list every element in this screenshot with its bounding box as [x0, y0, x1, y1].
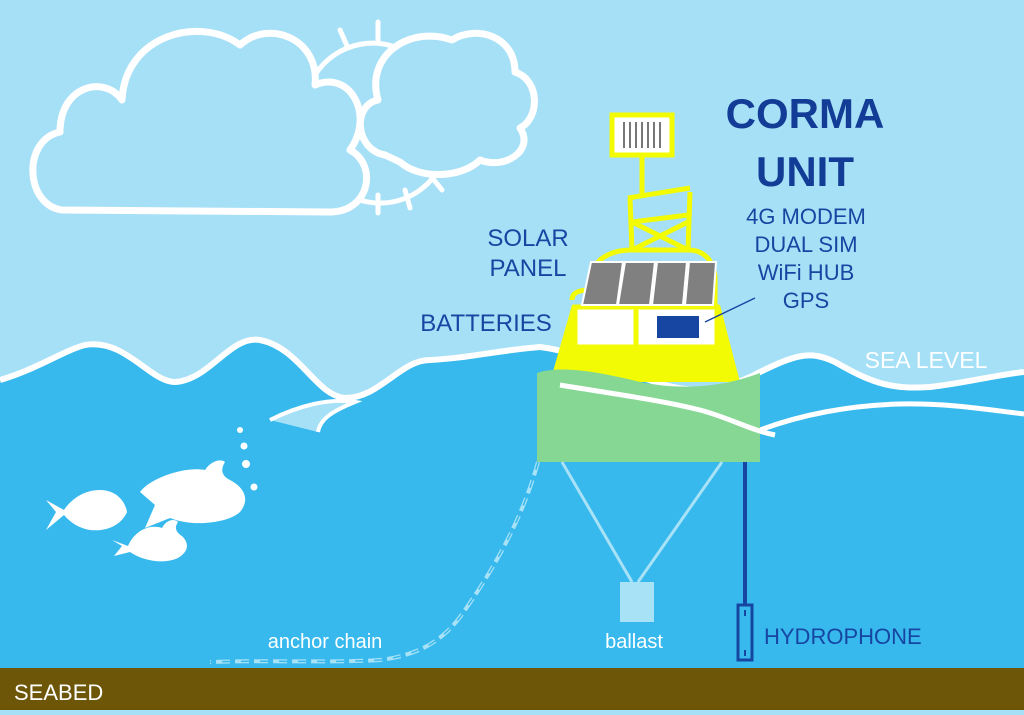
- modem-leader-line: [704, 297, 756, 323]
- radio-antenna-icon: [616, 119, 668, 151]
- fish-icon: [140, 460, 246, 528]
- unit-title-line1: CORMA: [726, 90, 885, 137]
- feature-item: GPS: [783, 288, 829, 313]
- anchor-chain-label: anchor chain: [268, 631, 383, 653]
- sea-water: [0, 339, 1024, 710]
- feature-item: 4G MODEM: [746, 204, 866, 229]
- battery-icon: [657, 316, 699, 338]
- fish-icon: [46, 490, 127, 531]
- ballast-label: ballast: [605, 631, 663, 653]
- anchor-chain: [209, 461, 540, 664]
- unit-title-line2: UNIT: [756, 148, 854, 195]
- batteries-label: BATTERIES: [420, 310, 552, 337]
- cloud-icon: [29, 27, 370, 216]
- float-wave-line: [559, 382, 776, 438]
- wave-crest: [0, 336, 1024, 402]
- sea-level-label: SEA LEVEL: [865, 347, 988, 373]
- bubble-icon: [237, 427, 258, 491]
- seabed-label: SEABED: [14, 680, 103, 705]
- wave-under-right: [759, 401, 1024, 433]
- fish-icon: [112, 520, 187, 562]
- ballast-weight: [620, 582, 654, 622]
- solar-panel-label-line1: SOLAR: [487, 225, 568, 252]
- hydrophone-sensor: [736, 603, 754, 662]
- hydrophone-label: HYDROPHONE: [764, 624, 922, 649]
- wave-under-left: [269, 398, 363, 433]
- feature-item: WiFi HUB: [758, 260, 855, 285]
- feature-item: DUAL SIM: [754, 232, 857, 257]
- solar-panel-icon: [580, 261, 718, 306]
- solar-panel-label-line2: PANEL: [490, 255, 567, 282]
- ballast-bridle: [560, 461, 724, 583]
- seabed-ground: [0, 668, 1024, 710]
- cloud-icon: [356, 29, 538, 178]
